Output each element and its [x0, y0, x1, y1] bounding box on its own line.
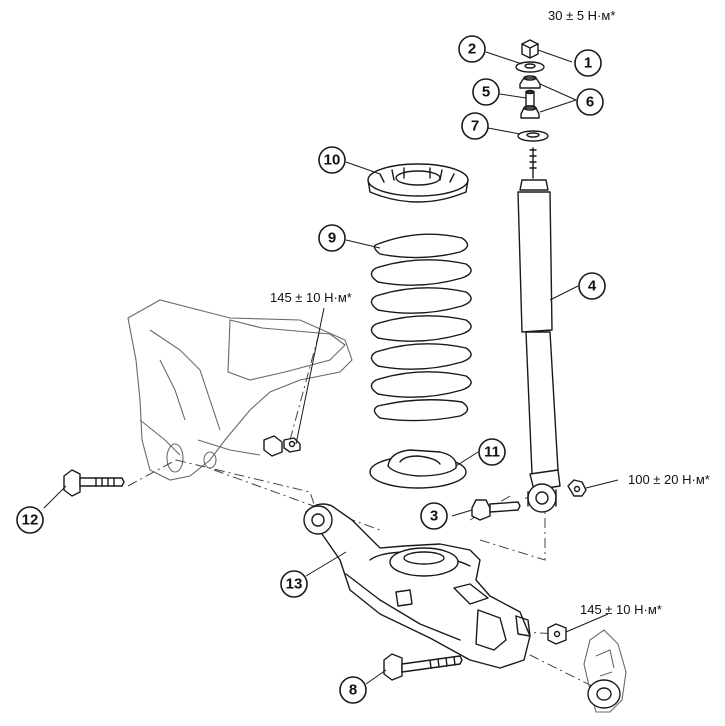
shock-lower-nut [567, 479, 587, 497]
part-4-shock-absorber [517, 147, 561, 513]
callout-13: 13 [280, 570, 308, 598]
part-2-washer [515, 61, 545, 73]
callout-8: 8 [339, 676, 367, 704]
callout-10: 10 [318, 146, 346, 174]
part-6-upper-bushing [519, 75, 541, 89]
svg-text:1: 1 [584, 55, 592, 72]
part-3-shock-bolt [471, 499, 521, 521]
torque-label-top-nut: 30 ± 5 Н·м* [548, 8, 615, 23]
callout-1: 1 [574, 49, 602, 77]
svg-text:9: 9 [328, 230, 336, 247]
arm-pivot-nut [547, 623, 567, 645]
torque-label-arm-pivot-nut: 145 ± 10 Н·м* [580, 602, 662, 617]
part-9-coil-spring [370, 233, 472, 422]
svg-text:13: 13 [286, 576, 303, 593]
callout-2: 2 [458, 35, 486, 63]
svg-text:8: 8 [349, 682, 357, 699]
callout-12: 12 [16, 506, 44, 534]
svg-text:11: 11 [484, 444, 500, 461]
callout-11: 11 [478, 438, 506, 466]
torque-label-shock-lower-nut: 100 ± 20 Н·м* [628, 472, 710, 487]
svg-text:6: 6 [586, 94, 594, 111]
callout-6: 6 [576, 88, 604, 116]
torque-label-frame-nut: 145 ± 10 Н·м* [270, 290, 352, 305]
svg-text:10: 10 [324, 152, 341, 169]
part-11-lower-spring-seat [369, 449, 467, 489]
part-7-lower-washer [517, 130, 549, 142]
part-13-lower-control-arm [303, 503, 531, 669]
callout-7: 7 [461, 112, 489, 140]
svg-text:2: 2 [468, 41, 476, 58]
svg-text:3: 3 [430, 508, 438, 525]
knuckle-bracket [583, 629, 627, 713]
part-1-top-nut [521, 39, 539, 59]
callout-3: 3 [420, 502, 448, 530]
leader-lines [43, 49, 619, 685]
part-8-arm-bolt [383, 653, 463, 681]
callout-5: 5 [472, 78, 500, 106]
callout-4: 4 [578, 272, 606, 300]
part-12-frame-bolt [63, 469, 125, 497]
part-10-upper-spring-seat [367, 163, 469, 203]
frame-nut [263, 435, 301, 457]
svg-text:12: 12 [22, 512, 39, 529]
body-frame-section [127, 299, 353, 481]
svg-text:7: 7 [471, 118, 479, 135]
callout-9: 9 [318, 224, 346, 252]
part-5-spacer-sleeve [525, 89, 535, 107]
svg-text:5: 5 [482, 84, 490, 101]
svg-text:4: 4 [588, 278, 597, 295]
part-6-lower-bushing [520, 105, 540, 119]
